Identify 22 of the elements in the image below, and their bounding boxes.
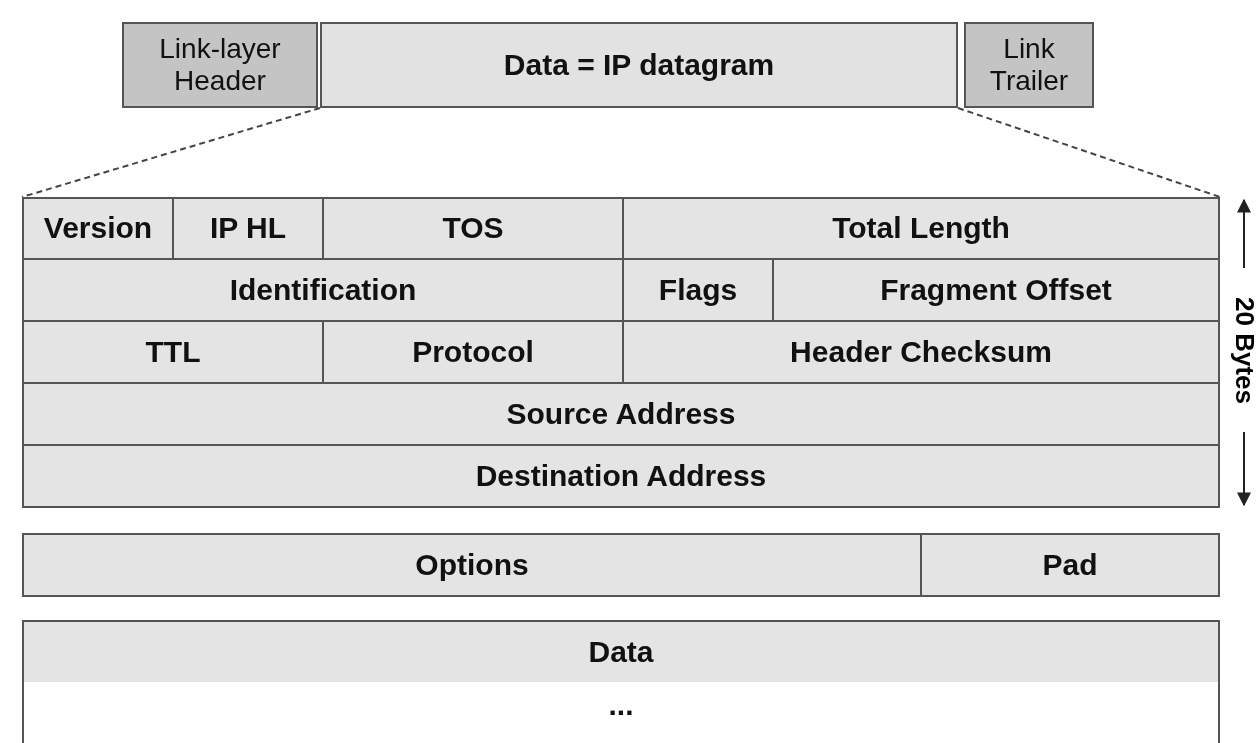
expansion-line	[21, 107, 321, 198]
header-field: Header Checksum	[622, 320, 1220, 384]
continuation-area: ...	[22, 682, 1220, 743]
header-field: Protocol	[322, 320, 624, 384]
expansion-line	[957, 107, 1221, 198]
header-field: Options	[22, 533, 922, 597]
header-field: Identification	[22, 258, 624, 322]
datagram-box: Data = IP datagram	[320, 22, 958, 108]
header-field: TOS	[322, 197, 624, 260]
dimension-label: 20 Bytes	[1228, 296, 1258, 404]
header-field: Version	[22, 197, 174, 260]
frame-header-box: Link-layer Header	[122, 22, 318, 108]
header-field: Total Length	[622, 197, 1220, 260]
header-field: TTL	[22, 320, 324, 384]
frame-trailer-box: Link Trailer	[964, 22, 1094, 108]
header-field: Fragment Offset	[772, 258, 1220, 322]
header-field: Pad	[920, 533, 1220, 597]
payload-field: Data	[22, 620, 1220, 684]
header-field: Destination Address	[22, 444, 1220, 508]
header-field: Source Address	[22, 382, 1220, 446]
header-field: Flags	[622, 258, 774, 322]
header-field: IP HL	[172, 197, 324, 260]
